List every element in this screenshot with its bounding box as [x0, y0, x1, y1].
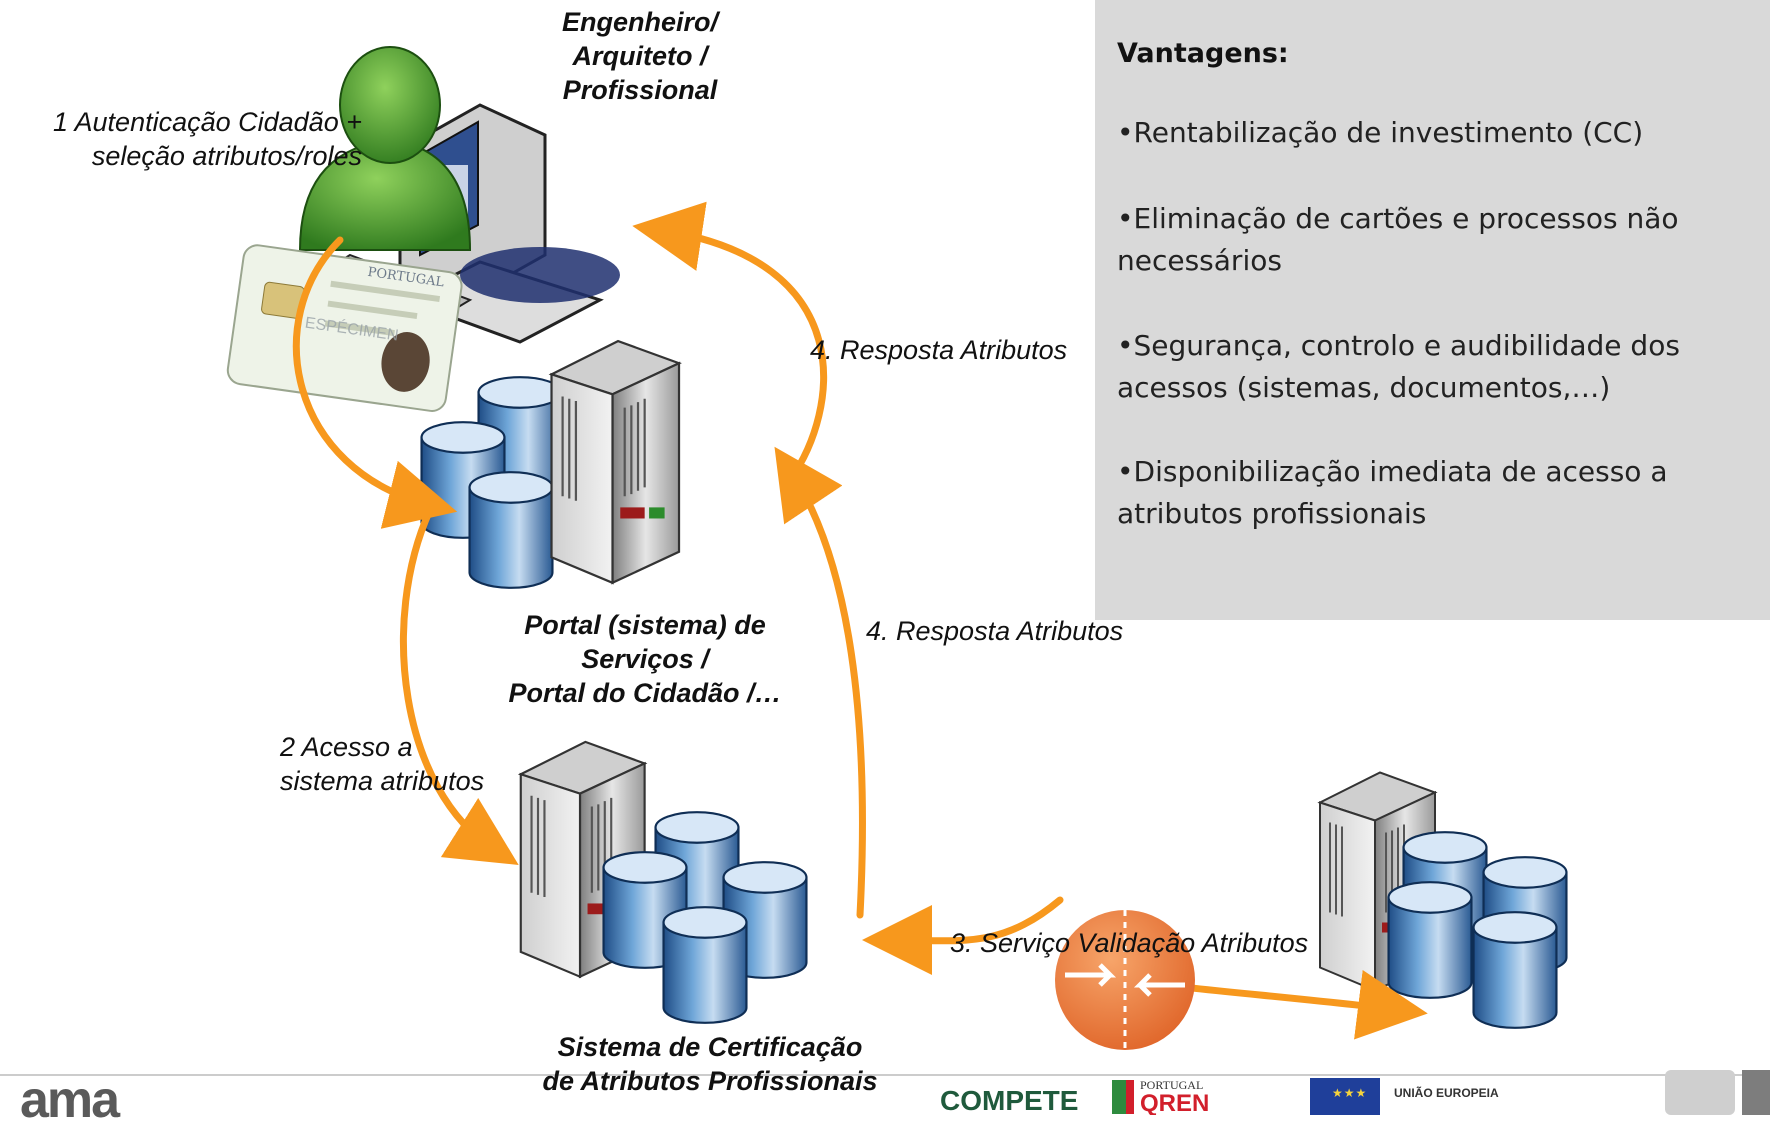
arrow-step3 [862, 896, 1064, 976]
advantage-item: •Eliminação de cartões e processos não n… [1117, 202, 1679, 277]
partner-logo-2-icon [1742, 1070, 1770, 1115]
portal-server-icon [550, 339, 681, 584]
portal-database-icon [420, 376, 563, 589]
eu-flag-icon: ★★★ [1310, 1078, 1380, 1115]
step3-label: 3. Serviço Validação Atributos [950, 928, 1309, 958]
step1-label: 1 Autenticação Cidadão +seleção atributo… [53, 107, 362, 171]
arrow-step4b [774, 446, 866, 919]
step4b-label: 4. Resposta Atributos [866, 616, 1124, 646]
citizen-card-icon: PORTUGAL ESPÉCIMEN [226, 244, 463, 412]
firewall-icon [1055, 910, 1195, 1050]
step4a-label: 4. Resposta Atributos [810, 335, 1068, 365]
arrow-step2 [400, 506, 519, 865]
advantages-panel: Vantagens: •Rentabilização de investimen… [1095, 0, 1770, 620]
arrow-step1 [292, 236, 458, 529]
compete-logo: COMPETE [940, 1085, 1079, 1116]
advantage-item: •Disponibilização imediata de acesso a a… [1117, 455, 1668, 530]
ama-logo: ama [20, 1071, 120, 1129]
user-label: Engenheiro/Arquiteto /Profissional [561, 7, 718, 105]
partner-logo-icon [1665, 1070, 1735, 1115]
person-icon [298, 46, 472, 251]
advantages-title: Vantagens: [1117, 38, 1289, 69]
advantage-item: •Segurança, controlo e audibilidade dos … [1117, 329, 1680, 404]
arrow-step4a [632, 201, 828, 484]
remote-database-icon [1387, 831, 1568, 1029]
eu-label: UNIÃO EUROPEIA [1394, 1086, 1499, 1100]
qren-country: PORTUGAL [1140, 1078, 1204, 1092]
qren-text: QREN [1140, 1090, 1210, 1115]
advantage-item: •Rentabilização de investimento (CC) [1117, 116, 1644, 149]
qren-logo: PORTUGAL QREN [1112, 1078, 1282, 1115]
